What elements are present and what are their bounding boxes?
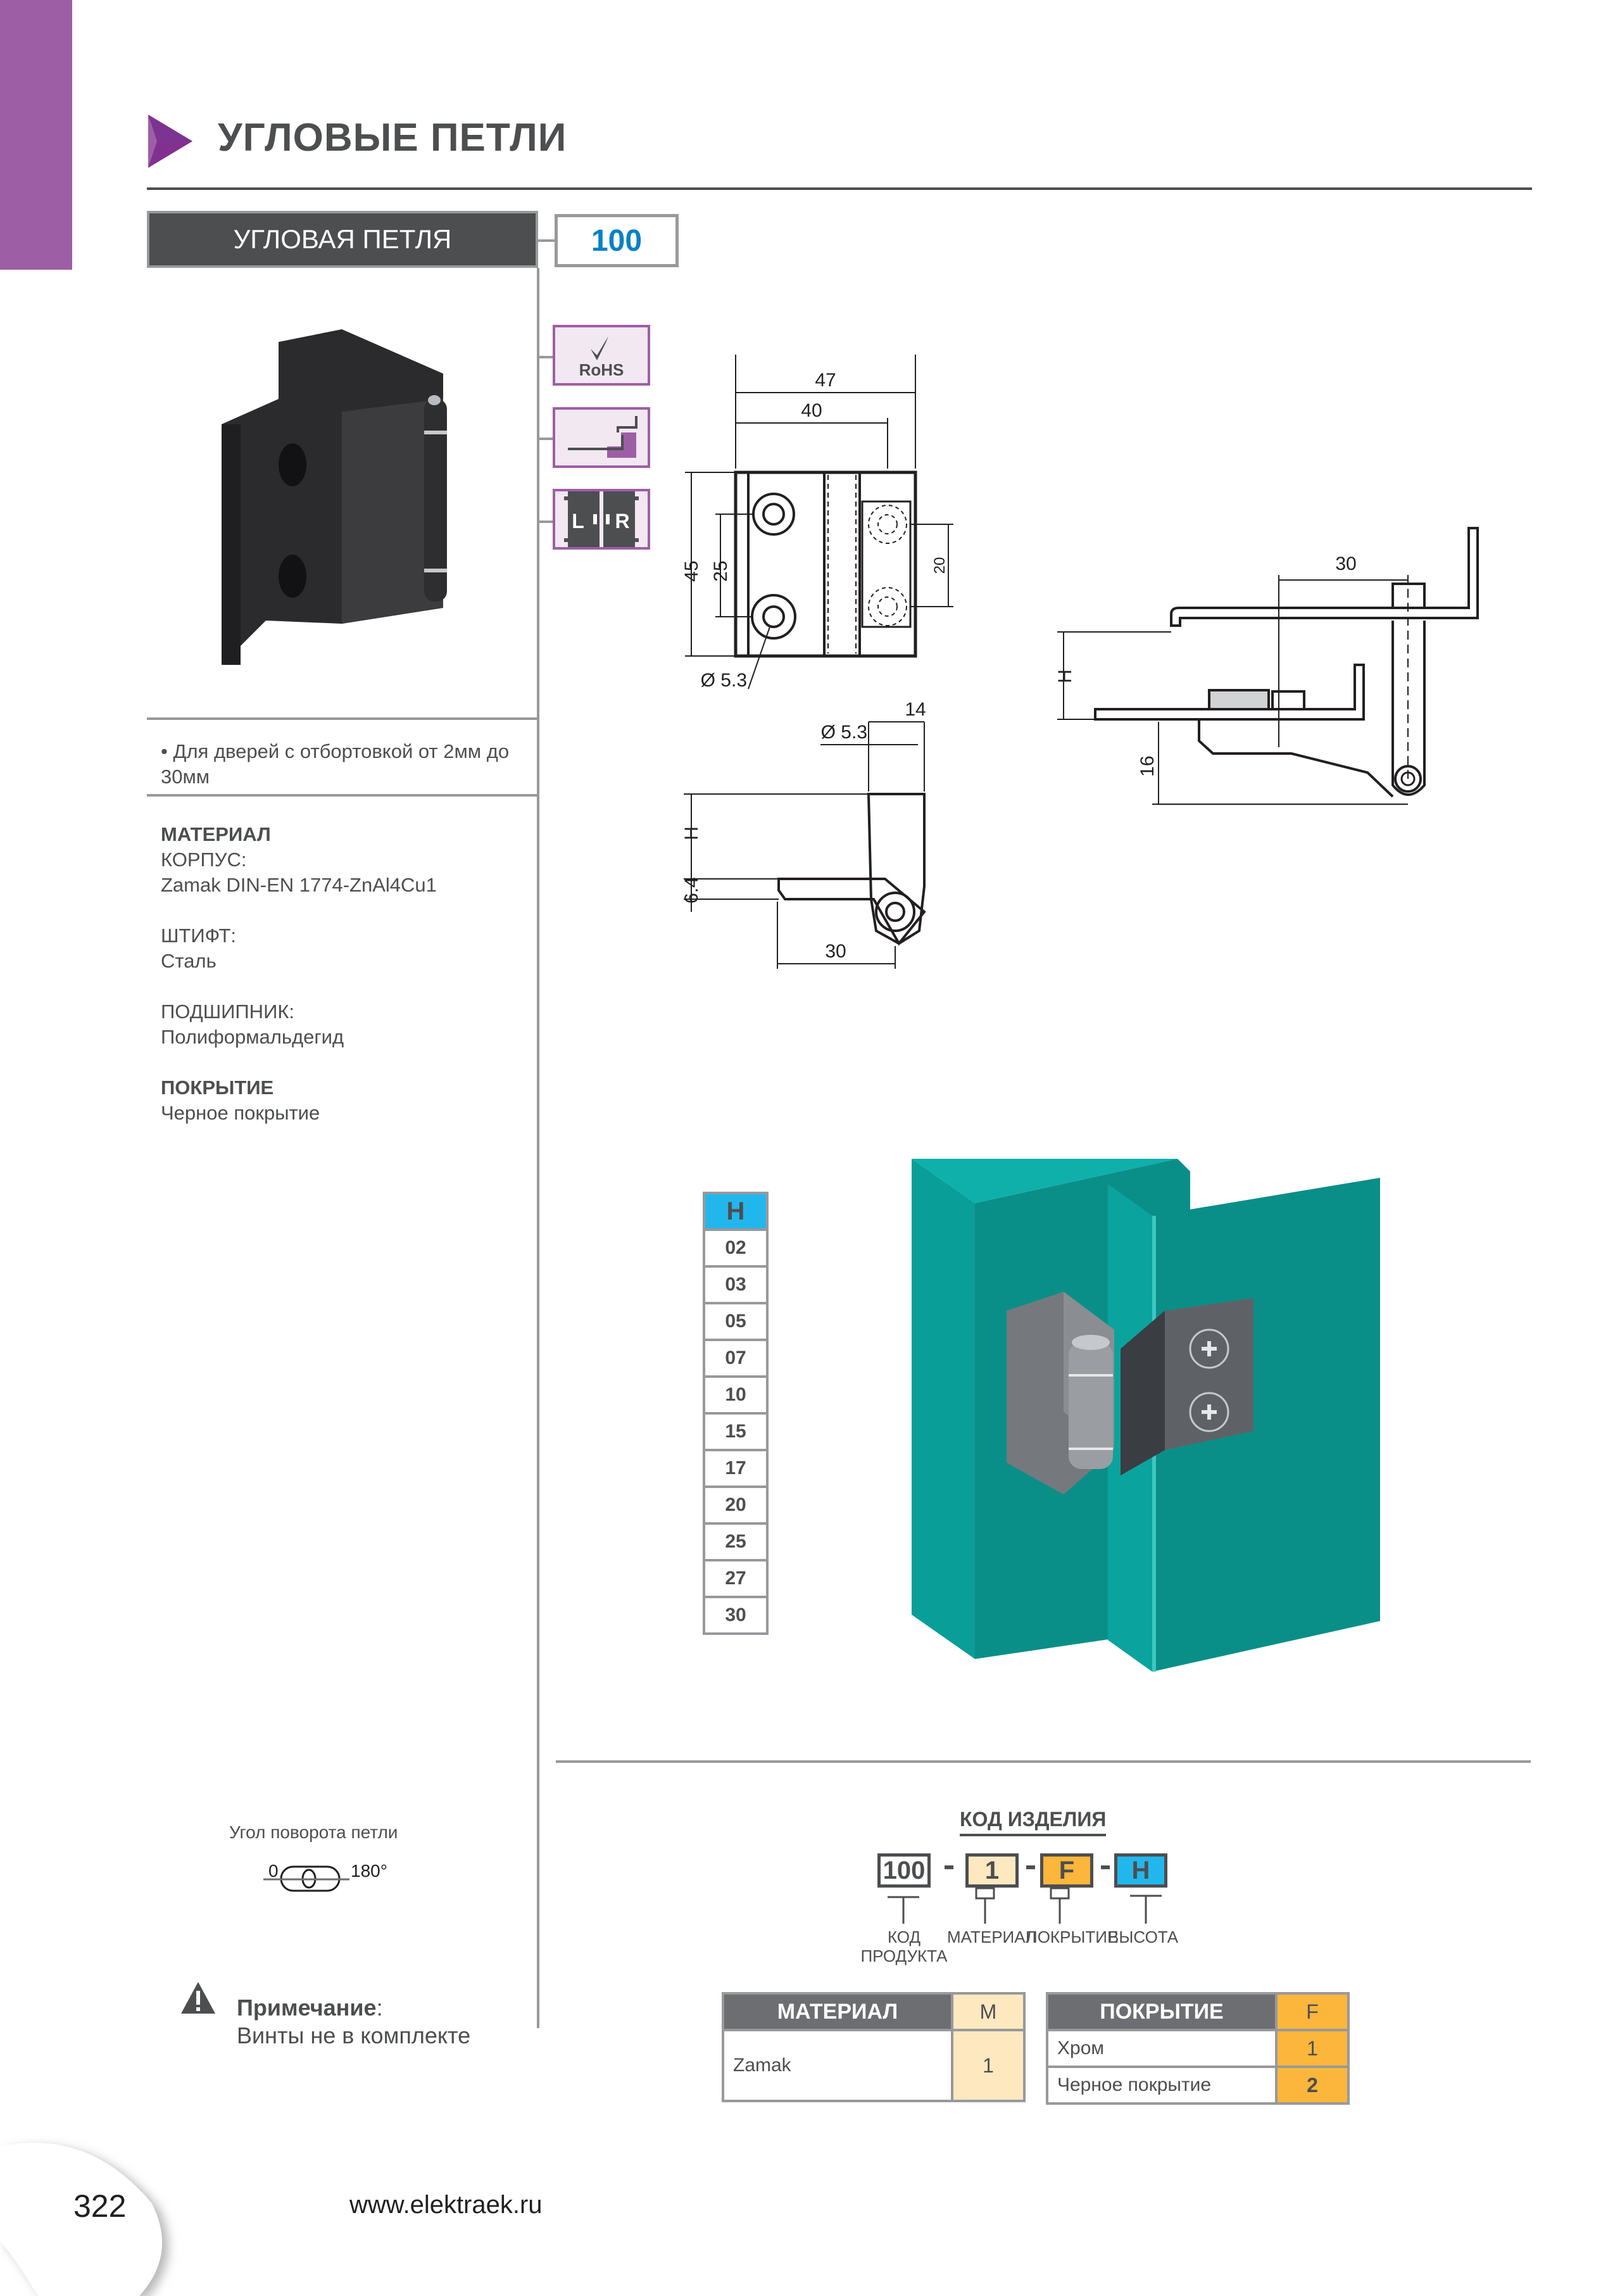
code-label-material: МАТЕРИАЛ (947, 1927, 1037, 1946)
installation-illustration (912, 1159, 1380, 1672)
height-option: 15 (705, 1415, 766, 1451)
code-part-material: 1 (965, 1853, 1019, 1888)
spec-coating-title: ПОКРЫТИЕ (161, 1076, 274, 1099)
note-text: Винты не в комплекте (237, 2022, 471, 2048)
product-photo (222, 329, 447, 665)
svg-text:20: 20 (931, 557, 948, 574)
page-corner-decoration (0, 2143, 162, 2296)
spec-bearing-value: Полиформальдегид (161, 1026, 344, 1048)
coating-code: 2 (1275, 2066, 1350, 2105)
product-name: УГЛОВАЯ ПЕТЛЯ (233, 224, 452, 254)
material-table-code-header: M (951, 1992, 1026, 2031)
coating-code: 1 (1275, 2029, 1350, 2068)
svg-text:6.4: 6.4 (684, 877, 702, 904)
coating-table: ПОКРЫТИЕ F Хром 1 Черное покрытие 2 (1046, 1992, 1350, 2105)
code-separator (1101, 1865, 1110, 1869)
svg-text:Ø 5.3: Ø 5.3 (821, 722, 867, 743)
rotation-min: 0 (268, 1862, 279, 1881)
height-table: H 02 03 05 07 10 15 17 20 25 27 30 (703, 1192, 769, 1635)
rotation-angle-label: Угол поворота петли (229, 1822, 398, 1842)
rotation-max: 180° (351, 1862, 387, 1881)
product-code-box: 100 (555, 214, 679, 267)
note-title: Примечание: (237, 1995, 383, 2021)
icon-connector (539, 438, 553, 440)
svg-text:H: H (684, 826, 702, 840)
code-part-coating: F (1040, 1853, 1093, 1888)
divider (147, 717, 538, 720)
svg-text:H: H (1055, 669, 1076, 683)
feature-bullet: • Для дверей с отбортовкой от 2мм до 30м… (161, 740, 510, 788)
height-option: 07 (705, 1341, 766, 1378)
height-table-header: H (705, 1194, 766, 1231)
height-option: 25 (705, 1525, 766, 1561)
title-arrow-icon (148, 115, 192, 168)
height-option: 30 (725, 1605, 746, 1625)
section-divider (556, 1760, 1531, 1763)
technical-drawing-front: 47 40 45 25 20 Ø 5.3 14 Ø 5.3 H 6.4 30 (684, 355, 953, 969)
material-table: МАТЕРИАЛ M Zamak 1 (722, 1992, 1026, 2102)
spec-pin-value: Сталь (161, 950, 217, 972)
coating-name: Черное покрытие (1046, 2066, 1278, 2105)
page-number: 322 (73, 2188, 127, 2224)
product-code: 100 (591, 224, 643, 258)
code-separator (945, 1865, 953, 1869)
material-name: Zamak (722, 2029, 953, 2102)
svg-text:45: 45 (684, 560, 702, 581)
svg-text:14: 14 (905, 699, 926, 720)
rohs-label: RoHS (579, 360, 624, 379)
spec-bearing-label: ПОДШИПНИК: (161, 1000, 295, 1023)
material-code: 1 (951, 2029, 1026, 2102)
order-code-title: КОД ИЗДЕЛИЯ (960, 1808, 1107, 1836)
warning-icon (181, 1982, 215, 2014)
height-option: 05 (705, 1304, 766, 1341)
height-option: 27 (705, 1561, 766, 1598)
divider (147, 794, 538, 797)
section-tab (0, 0, 72, 270)
connector-line (538, 239, 556, 242)
website-link[interactable]: www.elektraek.ru (349, 2191, 543, 2219)
spec-pin-label: ШТИФТ: (161, 924, 237, 947)
technical-drawing-install: 30 H 16 (1055, 527, 1479, 805)
material-table-header: МАТЕРИАЛ (722, 1992, 953, 2031)
left-label: L (572, 510, 584, 533)
page-title: УГЛОВЫЕ ПЕТЛИ (218, 116, 567, 160)
height-option: 02 (705, 1231, 766, 1268)
code-label-coating: ПОКРЫТИЕ (1026, 1927, 1119, 1946)
spec-body-label: КОРПУС: (161, 848, 247, 871)
svg-text:30: 30 (1335, 553, 1356, 574)
spec-coating-value: Черное покрытие (161, 1102, 320, 1124)
title-divider (147, 187, 1532, 190)
icon-connector (539, 356, 553, 358)
flange-mount-icon (553, 407, 650, 468)
svg-text:16: 16 (1137, 755, 1158, 776)
height-option: 10 (705, 1378, 766, 1415)
coating-name: Хром (1046, 2029, 1278, 2068)
icon-connector (539, 520, 553, 523)
code-label-height: ВЫСОТА (1108, 1927, 1179, 1946)
spec-body-value: Zamak DIN-EN 1774-ZnAl4Cu1 (161, 874, 437, 896)
code-separator (1026, 1865, 1035, 1869)
code-part-height: H (1114, 1853, 1167, 1888)
spec-material-title: МАТЕРИАЛ (161, 823, 271, 845)
rohs-icon: RoHS (553, 325, 650, 386)
code-part-product: 100 (877, 1853, 931, 1888)
height-option: 17 (705, 1451, 766, 1488)
rotation-angle-icon: 0 180° (263, 1862, 387, 1892)
svg-text:30: 30 (825, 941, 846, 962)
height-option: 20 (705, 1488, 766, 1525)
svg-text:40: 40 (801, 400, 822, 421)
column-divider (537, 268, 539, 2028)
svg-text:25: 25 (710, 560, 731, 581)
right-label: R (615, 510, 629, 533)
product-name-box: УГЛОВАЯ ПЕТЛЯ (147, 211, 538, 268)
svg-text:Ø 5.3: Ø 5.3 (701, 670, 747, 691)
height-option: 03 (705, 1268, 766, 1304)
left-right-icon: L R (553, 489, 650, 550)
code-connectors (888, 1887, 1162, 1924)
coating-table-code-header: F (1275, 1992, 1350, 2031)
svg-text:47: 47 (815, 370, 836, 391)
coating-table-header: ПОКРЫТИЕ (1046, 1992, 1278, 2031)
